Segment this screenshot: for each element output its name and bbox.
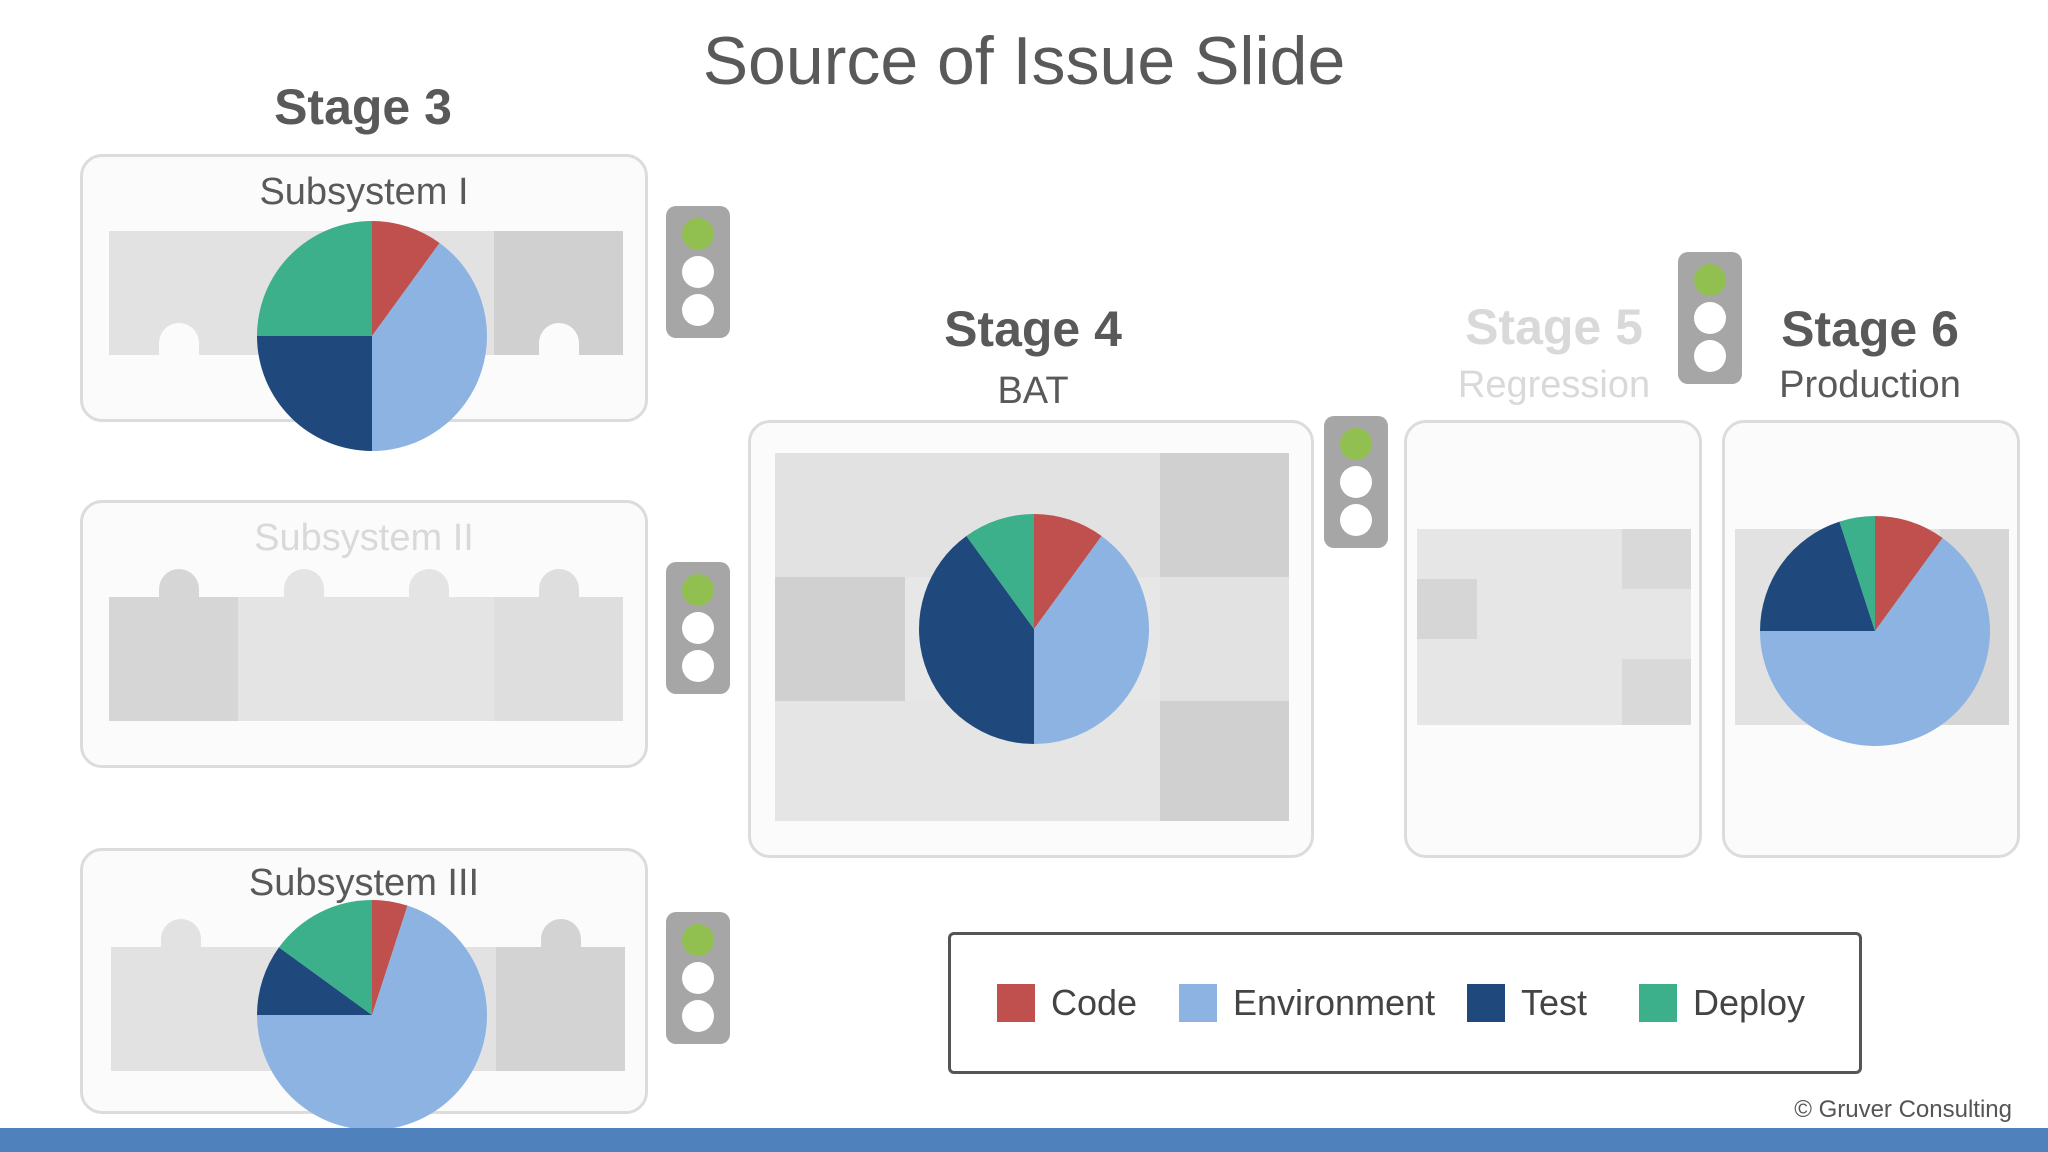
stage4-title: Stage 4	[944, 301, 1122, 357]
stage6-title: Stage 6	[1781, 301, 1959, 357]
traffic-light-icon	[666, 912, 730, 1044]
legend-label: Code	[1051, 982, 1138, 1023]
traffic-light-icon	[666, 206, 730, 338]
copyright-text: © Gruver Consulting	[1794, 1096, 2012, 1123]
puzzle-grid	[1417, 529, 1691, 725]
legend-item-deploy: Deploy	[1639, 982, 1806, 1023]
stage3-title: Stage 3	[274, 79, 452, 135]
stage5-title: Stage 5	[1465, 299, 1643, 355]
legend: Code Environment Test Deploy	[948, 932, 1862, 1074]
legend-item-environment: Environment	[1179, 982, 1436, 1023]
slide-title: Source of Issue Slide	[702, 23, 1346, 99]
puzzle-grid	[1735, 529, 2009, 725]
subsystem-2-box: Subsystem II	[80, 500, 648, 768]
stage6-box	[1722, 420, 2020, 858]
legend-item-code: Code	[997, 982, 1138, 1023]
traffic-light-icon	[1324, 416, 1388, 548]
footer-bar	[0, 1128, 2048, 1152]
subsystem-1-label: Subsystem I	[259, 171, 469, 213]
subsystem-2-label: Subsystem II	[254, 517, 474, 559]
traffic-light-icon	[1678, 252, 1742, 384]
stage5-box	[1404, 420, 1702, 858]
puzzle-strip	[111, 919, 625, 1071]
traffic-light-icon	[666, 562, 730, 694]
puzzle-grid	[775, 453, 1289, 821]
legend-swatch	[1179, 984, 1217, 1022]
stage4-box	[748, 420, 1314, 858]
subsystem-3-label: Subsystem III	[248, 862, 480, 904]
legend-label: Environment	[1233, 982, 1436, 1023]
legend-label: Deploy	[1693, 982, 1806, 1023]
puzzle-strip	[109, 569, 623, 721]
stage5-subtitle: Regression	[1457, 364, 1651, 406]
stage4-subtitle: BAT	[997, 370, 1069, 412]
legend-swatch	[997, 984, 1035, 1022]
subsystem-1-box: Subsystem I	[80, 154, 648, 422]
legend-swatch	[1639, 984, 1677, 1022]
legend-swatch	[1467, 984, 1505, 1022]
puzzle-strip	[109, 231, 623, 355]
legend-item-test: Test	[1467, 982, 1588, 1023]
legend-label: Test	[1521, 982, 1588, 1023]
stage6-subtitle: Production	[1779, 364, 1961, 406]
